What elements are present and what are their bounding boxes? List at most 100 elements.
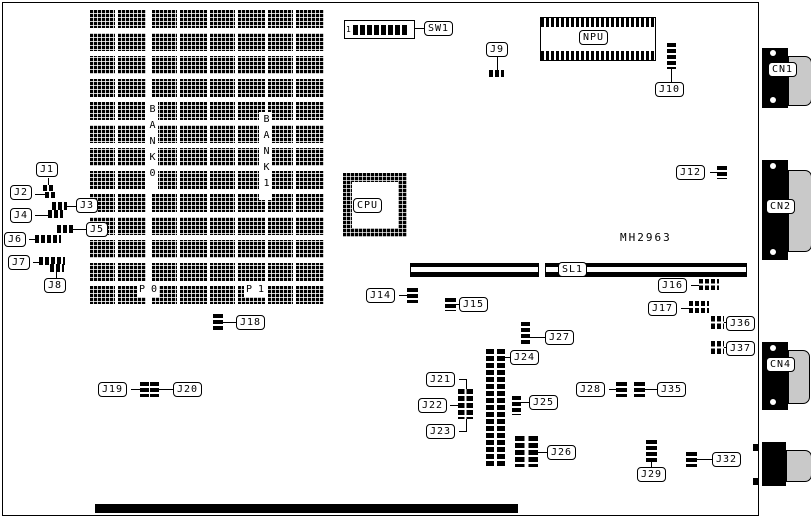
card-edge-connector	[95, 504, 518, 513]
wire	[67, 206, 76, 207]
port1-label: P 1	[244, 283, 267, 297]
ref-label-j29: J29	[637, 467, 667, 482]
jumper-j19	[140, 382, 149, 397]
wire	[681, 308, 689, 309]
wire	[459, 431, 467, 432]
ref-label-j27: J27	[545, 330, 575, 345]
ref-label-j16: J16	[658, 278, 688, 293]
jumper-j4	[48, 210, 63, 218]
jumper-j8	[50, 264, 64, 272]
wire	[413, 28, 424, 29]
wire	[505, 357, 510, 358]
header-j16	[699, 279, 719, 290]
ref-label-j6: J6	[4, 232, 27, 247]
connector-hole	[770, 249, 776, 255]
jumper-j3	[52, 202, 67, 210]
wire	[521, 402, 529, 403]
ref-label-j26: J26	[547, 445, 577, 460]
dip-toggle	[401, 24, 407, 35]
memory-chip-column	[152, 10, 207, 309]
wire	[450, 405, 458, 406]
jumper-j10	[667, 43, 676, 69]
header-j36	[711, 316, 724, 329]
wire	[724, 347, 726, 348]
jumper-j2	[45, 192, 57, 198]
ref-label-j3: J3	[76, 198, 99, 213]
dip-position-1-label: 1	[346, 25, 351, 34]
ref-label-j24: J24	[510, 350, 540, 365]
socket-pin-row	[541, 51, 655, 60]
connector-hole	[770, 345, 776, 351]
wire	[456, 304, 460, 305]
wire	[466, 419, 467, 432]
jumper-j7	[39, 257, 65, 265]
dip-toggle	[352, 24, 358, 35]
dip-toggle	[380, 24, 386, 35]
dip-toggle	[394, 24, 400, 35]
jumper-j9	[489, 70, 504, 77]
dip-toggle	[366, 24, 372, 35]
wire	[459, 379, 467, 380]
jumper-j12	[717, 166, 727, 179]
ref-label-j21: J21	[426, 372, 456, 387]
jumper-j6	[35, 235, 61, 243]
header-j24	[486, 349, 505, 466]
dip-toggle	[359, 24, 365, 35]
memory-chip-column	[90, 10, 146, 309]
ref-label-npu: NPU	[579, 30, 609, 45]
dip-switch-sw1: 1	[344, 20, 415, 39]
jumper-j5	[57, 225, 73, 233]
ref-label-j15: J15	[459, 297, 489, 312]
ref-label-j5: J5	[86, 222, 109, 237]
socket-pin-row	[541, 18, 655, 27]
connector-keyboard	[762, 442, 786, 486]
connector-hole	[770, 163, 776, 169]
jumper-j14	[407, 288, 418, 303]
jumper-j20	[150, 382, 159, 397]
header-j22	[458, 389, 473, 419]
wire	[671, 69, 672, 82]
memory-chip-column	[268, 10, 324, 309]
ref-label-j17: J17	[648, 301, 678, 316]
wire	[651, 462, 652, 468]
memory-chip-column	[210, 10, 265, 309]
jumper-j29	[646, 440, 657, 462]
mount-tab	[753, 444, 759, 451]
wire	[73, 229, 86, 230]
wire	[609, 389, 616, 390]
jumper-j15	[445, 298, 456, 311]
bank0-label: BANK0	[145, 102, 158, 190]
ref-label-j4: J4	[10, 208, 33, 223]
jumper-j27	[521, 322, 530, 345]
wire	[538, 452, 547, 453]
wire	[645, 389, 657, 390]
jumper-j35	[634, 382, 645, 397]
wire	[131, 389, 140, 390]
jumper-j32	[686, 452, 697, 467]
wire	[466, 379, 467, 389]
jumper-j18	[213, 314, 223, 331]
wire	[48, 178, 49, 185]
wire	[159, 389, 173, 390]
connector-hole	[770, 97, 776, 103]
mount-tab	[753, 478, 759, 485]
ref-label-j28: J28	[576, 382, 606, 397]
jumper-j1	[43, 185, 55, 191]
bank1-label: BANK1	[259, 112, 272, 200]
ref-label-j35: J35	[657, 382, 687, 397]
ref-label-cn2: CN2	[766, 199, 796, 214]
wire	[497, 57, 498, 70]
wire	[223, 322, 236, 323]
jumper-j25	[512, 396, 521, 415]
header-j17	[689, 301, 709, 313]
ref-label-j19: J19	[98, 382, 128, 397]
ref-label-j7: J7	[8, 255, 31, 270]
ref-label-cn1: CN1	[768, 62, 798, 77]
wire	[35, 194, 45, 195]
dip-toggle	[373, 24, 379, 35]
ref-label-j1: J1	[36, 162, 59, 177]
wire	[56, 272, 57, 278]
connector-keyboard-shell	[786, 450, 811, 482]
wire	[29, 239, 35, 240]
